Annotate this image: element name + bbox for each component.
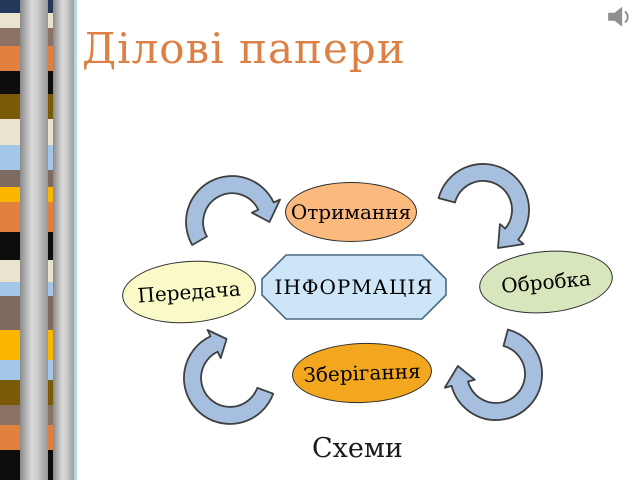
cycle-arrow-top-right xyxy=(437,163,530,249)
cycle-node-top: Отримання xyxy=(285,182,417,242)
slide-title: Ділові папери xyxy=(82,24,406,73)
information-shape: ІНФОРМАЦІЯ xyxy=(261,254,447,320)
cycle-node-left: Передача xyxy=(120,256,258,328)
cycle-node-label: Передача xyxy=(136,276,242,308)
information-label: ІНФОРМАЦІЯ xyxy=(274,275,434,299)
cycle-node-label: Зберігання xyxy=(303,358,421,388)
grey-pillar-right xyxy=(53,0,75,480)
speaker-icon[interactable] xyxy=(606,6,634,28)
cycle-node-label: Обробка xyxy=(500,266,592,298)
cycle-arrow-top-left xyxy=(185,175,281,246)
octagon-outline xyxy=(261,254,447,320)
cycle-arrow-bottom-right xyxy=(443,328,543,421)
footer-caption: Схеми xyxy=(312,433,403,464)
decor-strip xyxy=(0,0,78,480)
cycle-node-label: Отримання xyxy=(290,200,412,224)
cycle-arrow-bottom-left xyxy=(183,329,275,425)
strip-edge-line xyxy=(74,0,77,480)
grey-pillar-left xyxy=(20,0,48,480)
cycle-node-bottom: Зберігання xyxy=(290,340,434,406)
